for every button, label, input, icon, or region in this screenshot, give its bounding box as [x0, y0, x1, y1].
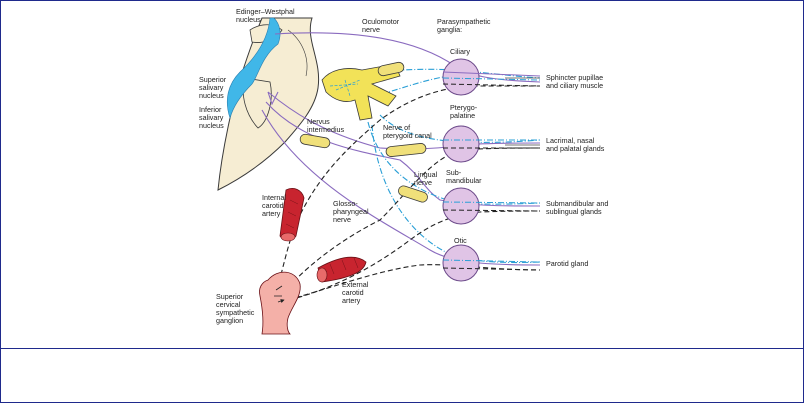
label-nervus-intermedius: Nervus intermedius: [307, 117, 345, 134]
pterygoid-canal-bundle: [385, 143, 427, 157]
autonomic-ganglia-diagram: Edinger–Westphal nucleus Superior saliva…: [199, 7, 610, 335]
nerve-bundles: [299, 61, 428, 203]
label-lingual-nerve: Lingual nerve: [414, 170, 439, 187]
label-external-carotid: External carotid artery: [342, 280, 370, 305]
label-target-pterygopalatine: Lacrimal, nasal and palatal glands: [546, 136, 605, 153]
lingual-bundle: [398, 185, 428, 203]
trigeminal-complex: [321, 63, 401, 121]
label-target-submandibular: Submandibular and sublingual glands: [546, 199, 610, 216]
pterygopalatine-ganglion: [442, 125, 480, 163]
label-oculomotor-nerve: Oculomotor nerve: [362, 17, 401, 34]
ciliary-ganglion: [442, 58, 480, 96]
caption-area: [1, 349, 803, 402]
label-internal-carotid: Internal carotid artery: [262, 193, 288, 218]
otic-ganglion: [442, 244, 480, 282]
external-carotid-artery: [316, 256, 367, 283]
label-nerve-of-pterygoid-canal: Nerve of pterygoid canal: [383, 123, 432, 140]
label-pterygopalatine: Pterygo- palatine: [450, 103, 479, 120]
label-superior-cervical-ganglion: Superior cervical sympathetic ganglion: [216, 292, 256, 325]
internal-carotid-artery: [279, 188, 305, 242]
label-superior-salivary: Superior salivary nucleus: [199, 75, 228, 100]
superior-cervical-ganglion: [259, 271, 301, 335]
oculomotor-bundle: [377, 61, 405, 77]
label-target-otic: Parotid gland: [546, 259, 588, 268]
label-target-ciliary: Sphincter pupillae and ciliary muscle: [546, 73, 605, 90]
label-submandibular: Sub- mandibular: [446, 168, 482, 185]
caption-divider: [1, 348, 803, 349]
nervus-intermedius-bundle: [299, 133, 331, 149]
submandibular-ganglion: [442, 187, 480, 225]
label-ciliary: Ciliary: [450, 47, 470, 56]
label-inferior-salivary: Inferior salivary nucleus: [199, 105, 225, 130]
ganglion-outflow: [442, 71, 541, 271]
ventricle: [227, 17, 281, 120]
label-otic: Otic: [454, 236, 467, 245]
label-edinger-westphal: Edinger–Westphal nucleus: [236, 7, 297, 24]
target-leaders: [505, 77, 540, 146]
label-glossopharyngeal: Glosso- pharyngeal nerve: [333, 199, 371, 224]
label-parasympathetic-ganglia: Parasympathetic ganglia:: [437, 17, 493, 34]
